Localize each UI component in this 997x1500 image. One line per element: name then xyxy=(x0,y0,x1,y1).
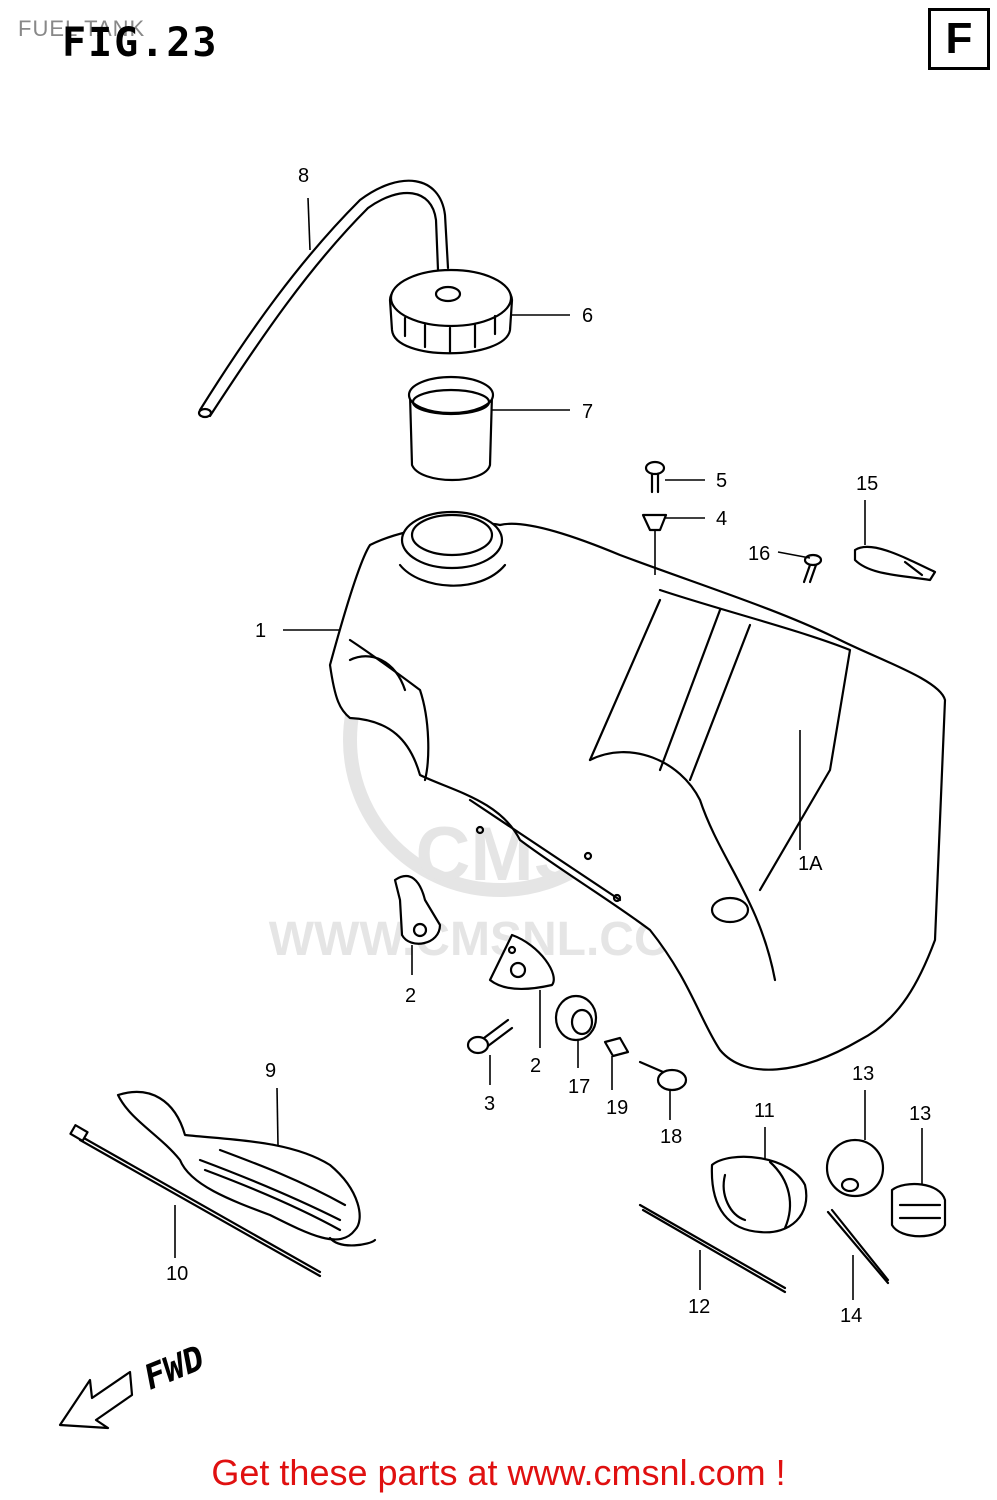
callout-13-b: 13 xyxy=(909,1103,931,1125)
callout-7: 7 xyxy=(582,401,593,423)
callout-numbers: 8 6 7 5 4 15 16 1 1A 2 2 3 17 19 18 9 10… xyxy=(166,165,931,1327)
promo-link[interactable]: Get these parts at www.cmsnl.com ! xyxy=(211,1452,786,1493)
part-11-cushion[interactable] xyxy=(710,1155,808,1234)
fwd-label: FWD xyxy=(138,1338,210,1398)
part-2-bracket-right[interactable] xyxy=(488,933,555,991)
callout-9: 9 xyxy=(265,1060,276,1082)
part-1-fuel-tank[interactable] xyxy=(328,510,947,1071)
part-7-filler-ring[interactable] xyxy=(407,375,495,481)
part-18-bolt[interactable] xyxy=(638,1060,688,1092)
part-5-bolt[interactable] xyxy=(644,460,666,494)
section-title: FUEL TANK xyxy=(18,16,146,41)
callout-2-right: 2 xyxy=(530,1055,541,1077)
part-4-washer[interactable] xyxy=(641,513,668,532)
part-19-collar[interactable] xyxy=(603,1036,630,1058)
callout-6: 6 xyxy=(582,305,593,327)
callout-13-a: 13 xyxy=(852,1063,874,1085)
part-16-screw[interactable] xyxy=(802,553,823,584)
part-10-band[interactable] xyxy=(69,1124,322,1278)
part-15-clip[interactable] xyxy=(853,545,937,582)
figure-label: FIG.23 xyxy=(62,20,219,66)
leader-lines xyxy=(174,197,923,1300)
part-17-grommet[interactable] xyxy=(554,994,598,1042)
part-14-band[interactable] xyxy=(826,1208,890,1285)
callout-11: 11 xyxy=(754,1100,775,1122)
callout-19: 19 xyxy=(606,1097,628,1119)
callout-14: 14 xyxy=(840,1305,862,1327)
parts-diagram: CMS WWW.CMSNL.COM xyxy=(58,165,947,1430)
callout-15: 15 xyxy=(856,473,878,495)
callout-18: 18 xyxy=(660,1126,682,1148)
part-12-band[interactable] xyxy=(638,1203,787,1294)
callout-2-left: 2 xyxy=(405,985,416,1007)
callout-10: 10 xyxy=(166,1263,188,1285)
callout-12: 12 xyxy=(688,1296,710,1318)
part-8-breather-hose[interactable] xyxy=(197,179,450,419)
part-9-heat-shield[interactable] xyxy=(116,1090,377,1247)
part-13-cushion-b[interactable] xyxy=(890,1183,947,1238)
part-2-bracket-left[interactable] xyxy=(393,875,442,945)
part-3-bolt[interactable] xyxy=(466,1018,514,1055)
part-13-cushion-a[interactable] xyxy=(825,1138,885,1198)
callout-3: 3 xyxy=(484,1093,495,1115)
part-6-fuel-cap[interactable] xyxy=(388,268,514,355)
callout-1a: 1A xyxy=(798,853,823,875)
callout-8: 8 xyxy=(298,165,309,187)
callout-16: 16 xyxy=(748,543,770,565)
callout-5: 5 xyxy=(716,470,727,492)
callout-4: 4 xyxy=(716,508,727,530)
callout-17: 17 xyxy=(568,1076,590,1098)
fwd-arrow-icon xyxy=(58,1370,134,1430)
callout-1: 1 xyxy=(255,620,266,642)
section-badge: F xyxy=(928,8,990,70)
